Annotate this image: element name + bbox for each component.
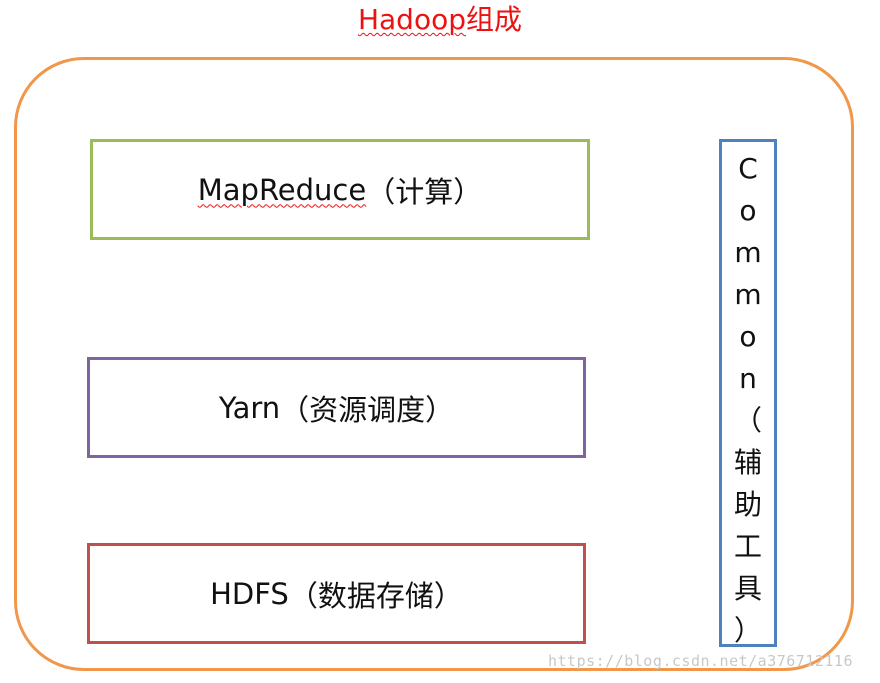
common-char: o xyxy=(739,320,757,353)
title-hadoop: Hadoop xyxy=(357,3,466,36)
mapreduce-name: MapReduce xyxy=(197,172,367,207)
yarn-box: Yarn（资源调度） xyxy=(87,357,586,458)
common-char: 具 xyxy=(733,572,762,605)
common-box: C o m m o n （ 辅 助 工 具 ） xyxy=(719,139,777,647)
hdfs-name: HDFS xyxy=(210,576,289,611)
common-char: 工 xyxy=(733,530,762,563)
watermark: https://blog.csdn.net/a376712116 xyxy=(548,652,853,670)
hadoop-container xyxy=(14,57,854,671)
common-char: C xyxy=(738,152,758,185)
common-char: m xyxy=(734,278,762,311)
common-char: ） xyxy=(733,614,762,647)
common-char: o xyxy=(739,194,757,227)
common-char: n xyxy=(739,362,757,395)
common-char: m xyxy=(734,236,762,269)
mapreduce-box: MapReduce（计算） xyxy=(90,139,590,240)
diagram-title: Hadoop组成 xyxy=(0,2,880,38)
yarn-name: Yarn xyxy=(218,390,281,425)
mapreduce-desc: （计算） xyxy=(366,174,483,209)
hdfs-box: HDFS（数据存储） xyxy=(87,543,586,644)
common-char: 辅 xyxy=(733,446,762,479)
common-char: （ xyxy=(733,404,762,437)
common-char: 助 xyxy=(733,488,762,521)
yarn-desc: （资源调度） xyxy=(280,392,455,427)
hdfs-desc: （数据存储） xyxy=(288,578,463,613)
title-composition: 组成 xyxy=(466,3,523,36)
